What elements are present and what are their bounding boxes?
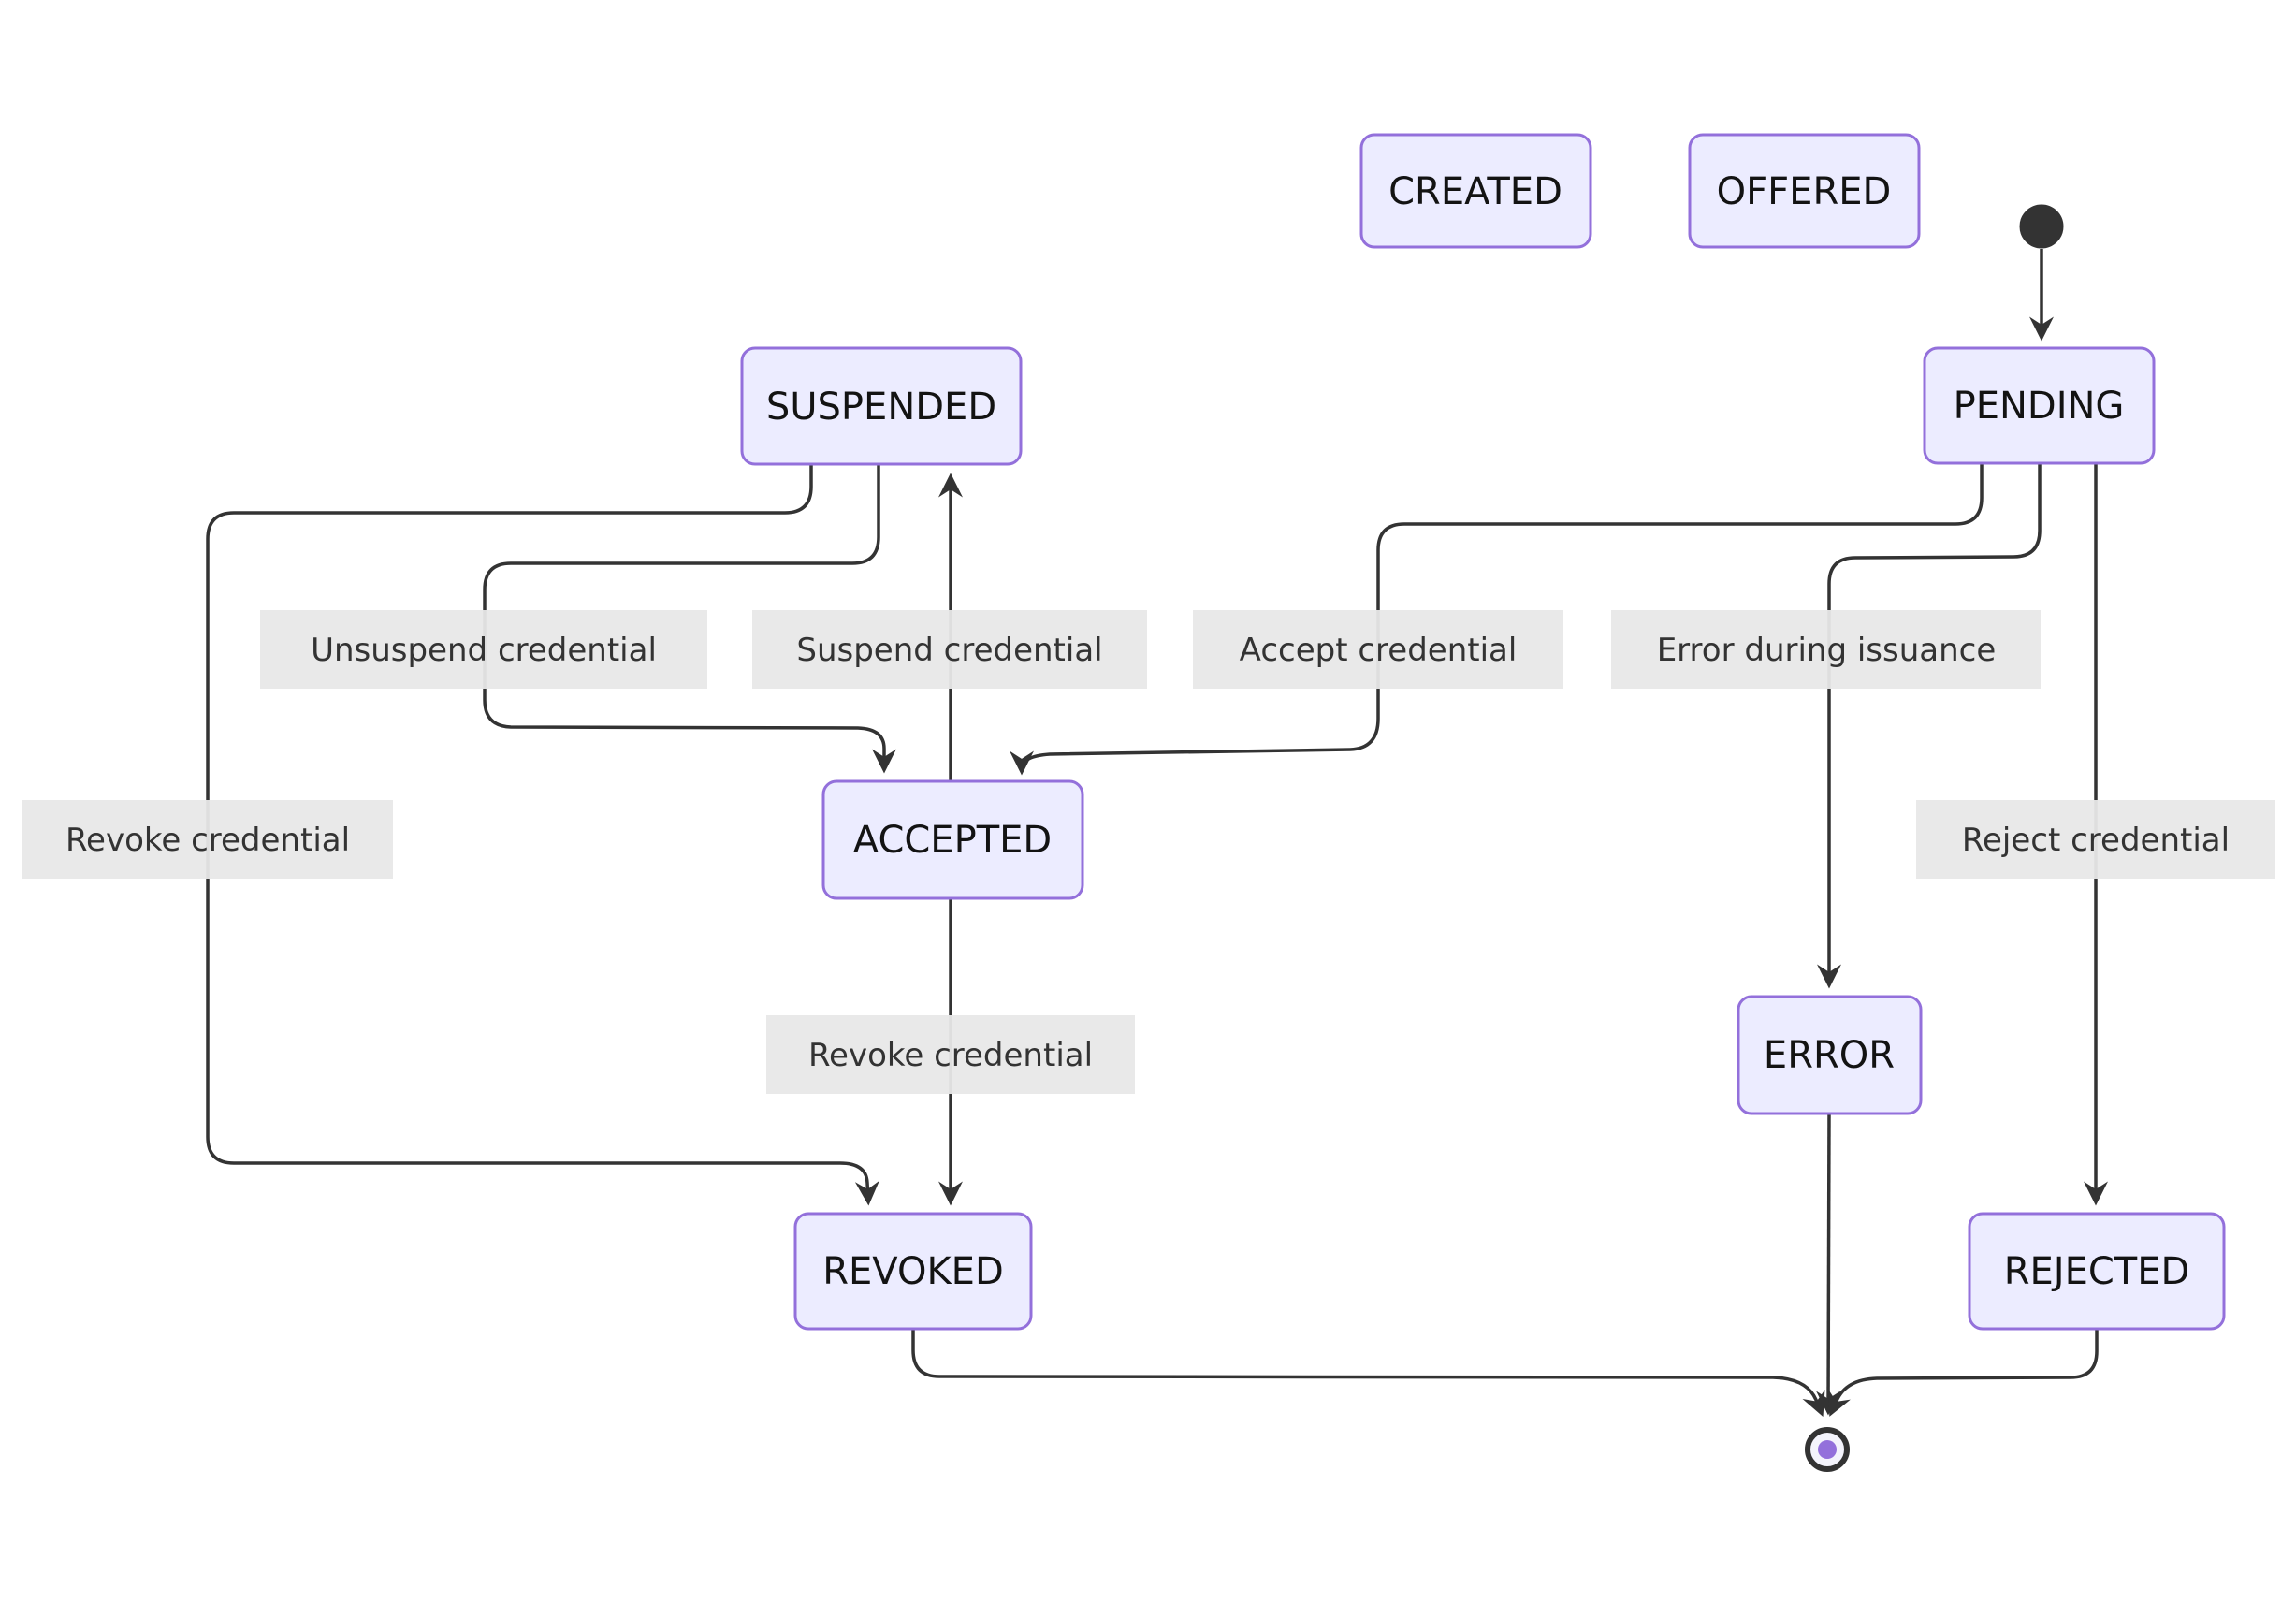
final-state-dot <box>1818 1440 1837 1459</box>
state-node-revoked: REVOKED <box>793 1212 1033 1331</box>
state-box <box>1737 995 1923 1115</box>
state-label: SUSPENDED <box>766 386 996 429</box>
edge-label-bg <box>752 610 1147 689</box>
edge-label-text: Reject credential <box>1962 822 2230 859</box>
state-label: REJECTED <box>2004 1250 2190 1293</box>
state-box <box>793 1212 1033 1331</box>
edge-label-text: Revoke credential <box>808 1037 1093 1074</box>
state-label: PENDING <box>1954 385 2125 428</box>
edge-label-text: Error during issuance <box>1657 632 1997 669</box>
edge-label-text: Accept credential <box>1240 632 1518 669</box>
edge-label-error-during-issuance: Error during issuance <box>1611 610 2041 689</box>
edge-label-bg <box>1916 800 2275 879</box>
edge-label-text: Revoke credential <box>65 822 350 859</box>
state-box <box>1923 346 2156 465</box>
state-node-error: ERROR <box>1737 995 1923 1115</box>
edge-label-suspend-credential: Suspend credential <box>752 610 1147 689</box>
state-node-pending: PENDING <box>1923 346 2156 465</box>
edge-label-revoke-credential-left: Revoke credential <box>22 800 393 879</box>
nodes-layer: CREATED OFFERED SUSPENDED PENDING ACCEPT… <box>740 133 2226 1472</box>
edge-label-bg <box>22 800 393 879</box>
edge-pending-accepted <box>1010 464 1984 776</box>
state-label: CREATED <box>1388 170 1562 213</box>
state-label: REVOKED <box>822 1250 1004 1293</box>
initial-state-dot <box>2019 204 2064 249</box>
edge-pending-error <box>1817 464 2042 989</box>
edge-label-text: Suspend credential <box>796 632 1102 669</box>
state-box <box>1688 133 1921 249</box>
state-label: OFFERED <box>1717 170 1892 213</box>
edge-label-bg <box>1611 610 2041 689</box>
edges-layer <box>206 249 2108 1417</box>
state-node-accepted: ACCEPTED <box>821 779 1084 900</box>
state-box <box>1968 1212 2226 1331</box>
state-node-created: CREATED <box>1359 133 1592 249</box>
edge-label-bg <box>1193 610 1563 689</box>
edge-label-text: Unsuspend credential <box>311 632 657 669</box>
edge-error-end <box>1816 1113 1841 1416</box>
edge-labels-layer: Unsuspend credential Suspend credential … <box>22 610 2275 1094</box>
final-state-node <box>1805 1427 1850 1472</box>
edge-label-reject-credential: Reject credential <box>1916 800 2275 879</box>
edge-label-revoke-credential-mid: Revoke credential <box>766 1015 1135 1094</box>
state-box <box>740 346 1023 466</box>
state-box <box>1359 133 1592 249</box>
state-label: ERROR <box>1764 1034 1895 1077</box>
state-node-offered: OFFERED <box>1688 133 1921 249</box>
edge-revoked-end <box>911 1329 1825 1417</box>
edge-label-bg <box>766 1015 1135 1094</box>
state-node-suspended: SUSPENDED <box>740 346 1023 466</box>
edge-label-bg <box>260 610 707 689</box>
edge-label-accept-credential: Accept credential <box>1193 610 1563 689</box>
edge-rejected-end <box>1828 1329 2099 1417</box>
state-node-rejected: REJECTED <box>1968 1212 2226 1331</box>
state-label: ACCEPTED <box>853 819 1052 862</box>
edge-label-unsuspend-credential: Unsuspend credential <box>260 610 707 689</box>
state-box <box>821 779 1084 900</box>
